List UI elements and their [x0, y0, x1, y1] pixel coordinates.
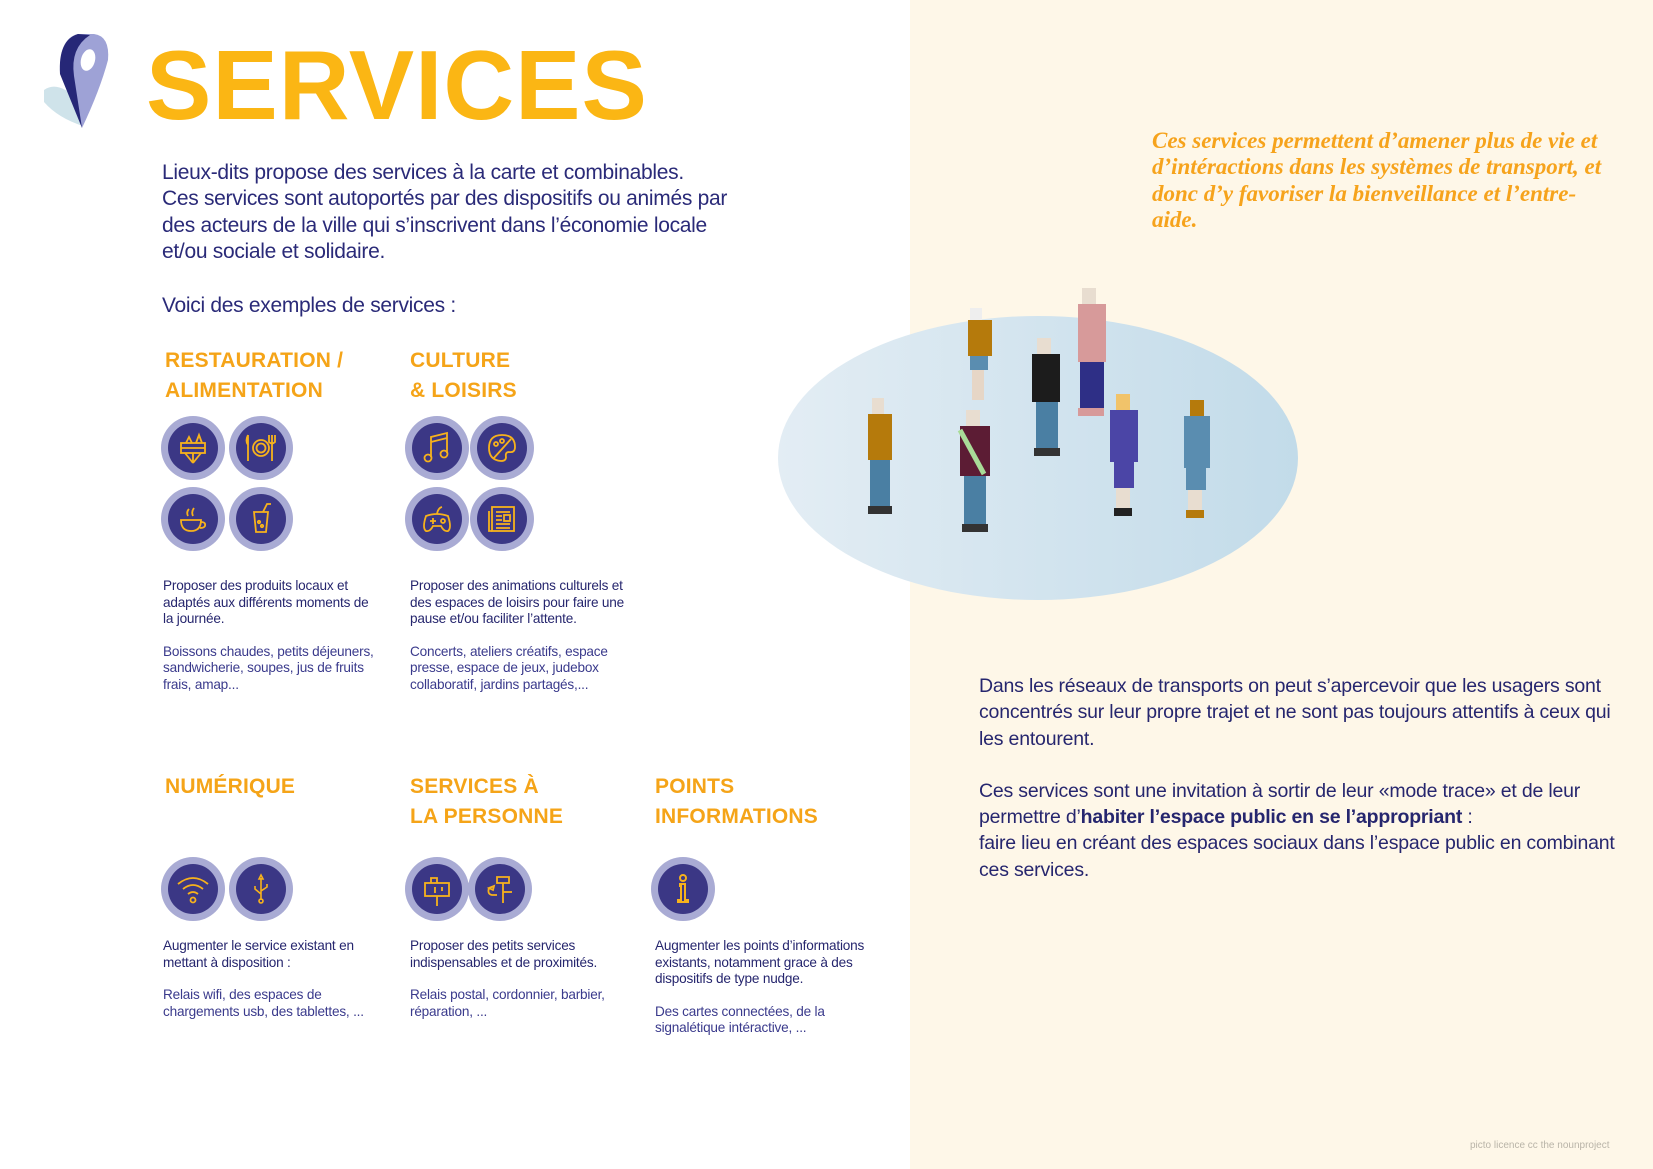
heading-line: INFORMATIONS	[655, 805, 818, 828]
category-description: Augmenter le service existant en mettant…	[163, 938, 378, 1020]
category-heading-culture: CULTURE & LOISIRS	[410, 346, 650, 406]
paragraph: Dans les réseaux de transports on peut s…	[979, 675, 1611, 750]
heading-line: SERVICES À	[410, 775, 539, 798]
floor-ellipse	[778, 316, 1298, 600]
coffee-cup-icon	[161, 487, 225, 551]
category-heading-restauration: RESTAURATION / ALIMENTATION	[165, 346, 405, 406]
description-lead: Proposer des produits locaux et adaptés …	[163, 578, 369, 626]
heading-line: ALIMENTATION	[165, 379, 323, 402]
person-figure	[868, 398, 892, 514]
highlight-quote: Ces services permettent d’amener plus de…	[1152, 128, 1602, 232]
description-examples: Des cartes connectées, de la signalétiqu…	[655, 1003, 825, 1036]
heading-line: & LOISIRS	[410, 379, 517, 402]
market-stall-icon	[161, 416, 225, 480]
intro-line: Ces services sont autoportés par des dis…	[162, 187, 728, 211]
newspaper-icon	[470, 487, 534, 551]
plate-cutlery-icon	[229, 416, 293, 480]
usb-icon	[229, 857, 293, 921]
description-lead: Augmenter les points d’informations exis…	[655, 938, 865, 986]
wifi-icon	[161, 857, 225, 921]
person-figure	[1184, 400, 1210, 518]
credit-note: picto licence cc the nounproject	[1470, 1140, 1610, 1151]
description-examples: Boissons chaudes, petits déjeuners, sand…	[163, 643, 374, 692]
description-lead: Proposer des petits services indispensab…	[410, 938, 598, 970]
category-description: Augmenter les points d’informations exis…	[655, 938, 870, 1037]
intro-paragraph: Lieux-dits propose des services à la car…	[162, 160, 802, 265]
page-title: SERVICES	[146, 30, 648, 140]
description-examples: Relais wifi, des espaces de chargements …	[163, 987, 364, 1019]
people-illustration	[778, 288, 1298, 600]
map-pin-icon	[44, 34, 109, 128]
heading-line: NUMÉRIQUE	[165, 775, 296, 798]
person-figure	[1078, 288, 1106, 416]
heading-line: CULTURE	[410, 349, 511, 372]
intro-line: Lieux-dits propose des services à la car…	[162, 161, 684, 184]
paragraph: faire lieu en créant des espaces sociaux…	[979, 832, 1615, 881]
category-heading-numerique: NUMÉRIQUE	[165, 772, 405, 802]
paragraph: Ces services sont une invitation à sorti…	[979, 778, 1619, 831]
category-description: Proposer des animations culturels et des…	[410, 578, 625, 693]
palette-icon	[470, 416, 534, 480]
category-description: Proposer des petits services indispensab…	[410, 938, 625, 1020]
juice-glass-icon	[229, 487, 293, 551]
tools-icon	[468, 857, 532, 921]
intro-line: et/ou sociale et solidaire.	[162, 239, 386, 263]
emphasis: habiter l’espace public en se l’appropri…	[1080, 806, 1463, 829]
category-description: Proposer des produits locaux et adaptés …	[163, 578, 378, 693]
text: :	[1462, 806, 1473, 829]
heading-line: LA PERSONNE	[410, 805, 564, 828]
category-heading-services-personne: SERVICES À LA PERSONNE	[410, 772, 650, 832]
right-paragraph: Dans les réseaux de transports on peut s…	[979, 673, 1619, 909]
info-icon	[651, 857, 715, 921]
examples-heading: Voici des exemples de services :	[162, 294, 456, 317]
person-figure	[1110, 394, 1138, 516]
description-lead: Proposer des animations culturels et des…	[410, 578, 625, 626]
description-examples: Concerts, ateliers créatifs, espace pres…	[410, 643, 608, 692]
person-figure	[968, 308, 992, 400]
heading-line: POINTS	[655, 775, 735, 798]
intro-line: des acteurs de la ville qui s’inscrivent…	[162, 213, 707, 237]
category-heading-points-informations: POINTS INFORMATIONS	[655, 772, 895, 832]
description-examples: Relais postal, cordonnier, barbier, répa…	[410, 987, 605, 1019]
person-figure	[1032, 338, 1060, 456]
text: Ces services sont une invitation à sorti…	[979, 779, 1581, 829]
gamepad-icon	[405, 487, 469, 551]
mailbox-icon	[405, 857, 469, 921]
music-note-icon	[405, 416, 469, 480]
heading-line: RESTAURATION /	[165, 349, 344, 372]
description-lead: Augmenter le service existant en mettant…	[163, 938, 354, 970]
person-figure	[957, 410, 990, 532]
